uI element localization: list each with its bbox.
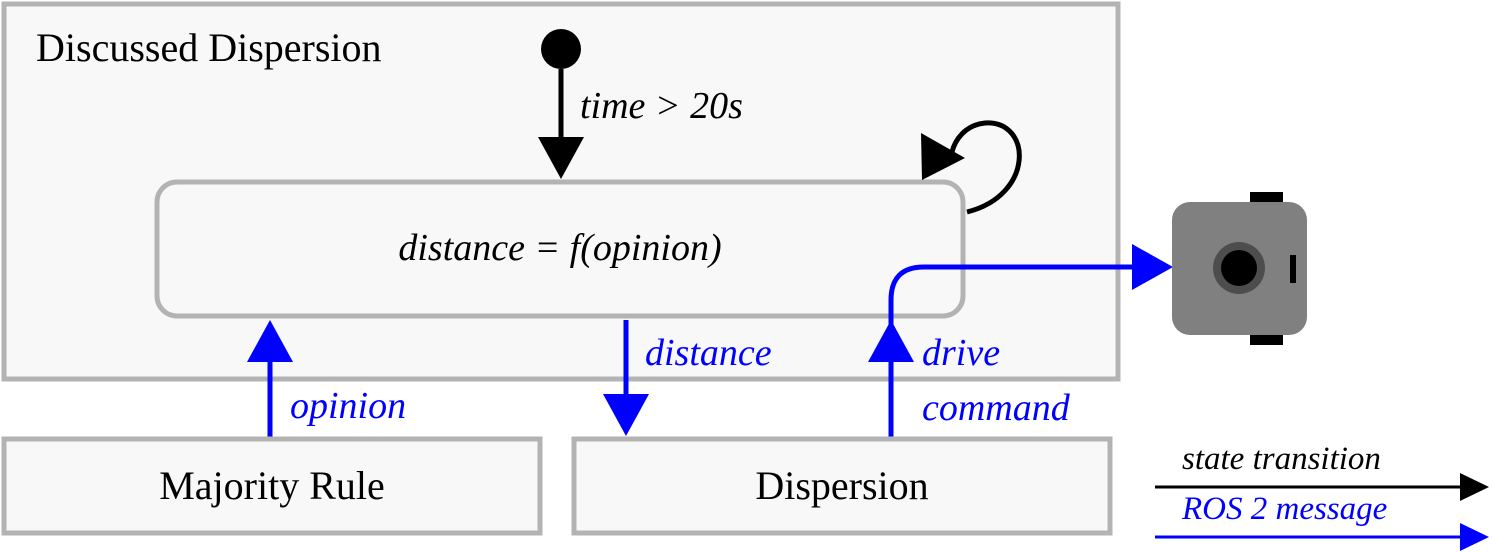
legend-state-transition-arrowhead bbox=[1460, 473, 1489, 501]
initial-state-dot bbox=[541, 29, 581, 69]
drive-command-arrowhead-up bbox=[868, 320, 914, 362]
robot-wheel-bottom bbox=[1250, 335, 1283, 345]
inner-state-label: distance = f(opinion) bbox=[398, 227, 721, 269]
opinion-message-arrowhead bbox=[247, 320, 293, 362]
robot-indicator bbox=[1290, 255, 1296, 283]
robot-icon bbox=[1172, 192, 1307, 345]
drive-command-label-line1: drive bbox=[922, 332, 1000, 374]
legend: state transition ROS 2 message bbox=[1155, 441, 1489, 551]
inner-state-box bbox=[154, 179, 966, 319]
drive-command-arrowhead-right bbox=[1132, 244, 1173, 290]
initial-transition-label: time > 20s bbox=[580, 85, 743, 127]
majority-rule-label: Majority Rule bbox=[159, 463, 385, 508]
legend-ros2-message-arrowhead bbox=[1460, 523, 1489, 551]
drive-command-label-line2: command bbox=[922, 387, 1071, 429]
outer-state-title: Discussed Dispersion bbox=[36, 25, 382, 70]
distance-message-label: distance bbox=[645, 332, 772, 374]
opinion-message-label: opinion bbox=[290, 385, 406, 427]
self-transition-loop bbox=[949, 120, 1022, 215]
dispersion-box bbox=[571, 436, 1113, 536]
initial-transition-arrowhead bbox=[538, 137, 584, 179]
majority-rule-box bbox=[1, 436, 543, 536]
robot-wheel-top bbox=[1250, 192, 1283, 202]
dispersion-label: Dispersion bbox=[755, 463, 928, 508]
robot-sensor bbox=[1221, 250, 1257, 286]
distance-message-arrowhead bbox=[603, 394, 649, 436]
drive-command-line bbox=[888, 264, 1136, 437]
legend-ros2-message-label: ROS 2 message bbox=[1181, 491, 1387, 527]
self-transition-arrowhead bbox=[921, 133, 965, 180]
legend-state-transition-label: state transition bbox=[1182, 441, 1381, 477]
